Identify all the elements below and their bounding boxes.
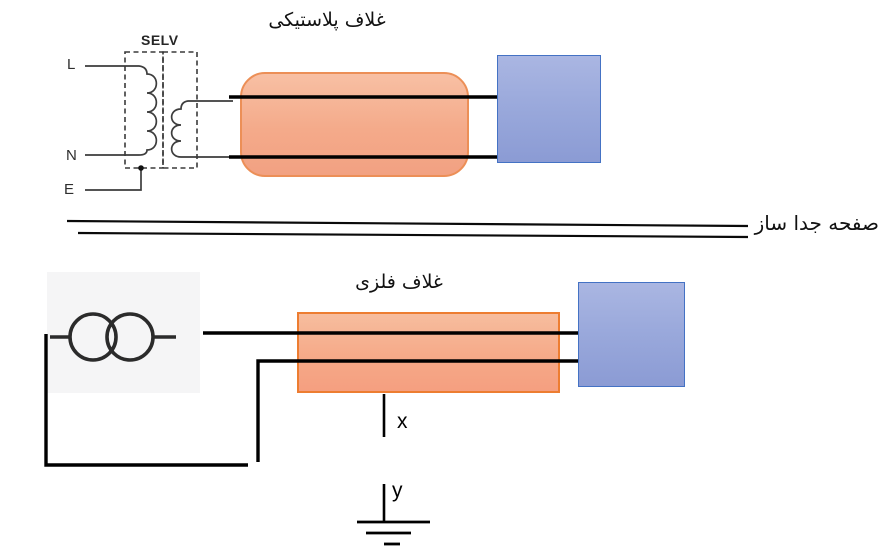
metal-sheath-label: غلاف فلزی [355,271,443,293]
equipment-box-bottom [578,282,685,387]
top-circuit-wires [229,95,497,159]
point-y-label: y [392,479,403,502]
terminal-e-label: E [64,181,75,198]
separator-plate-lines [66,219,749,239]
primary-coil [85,65,158,156]
terminal-l-label: L [67,56,76,73]
terminal-n-label: N [66,147,77,164]
ground-symbol [357,520,430,546]
earth-wire [85,170,142,191]
selv-dashed-box-primary [124,51,164,169]
bottom-circuit-wires [44,331,578,467]
isolation-transformer-symbol [50,312,176,362]
selv-dashed-box-secondary [162,51,198,169]
plastic-sheath-shape [240,72,469,177]
metal-sheath-shape [297,312,560,393]
separator-label: صفحه جدا ساز [754,211,879,235]
selv-label: SELV [141,32,179,48]
equipment-box-top [497,55,601,163]
point-x-label: x [397,410,408,433]
selv-transformer-symbol [85,51,233,191]
secondary-coil [170,100,233,158]
plastic-sheath-label: غلاف پلاستیکی [268,9,386,31]
isolation-transformer-image [47,272,200,393]
earth-junction-dot [138,165,144,171]
